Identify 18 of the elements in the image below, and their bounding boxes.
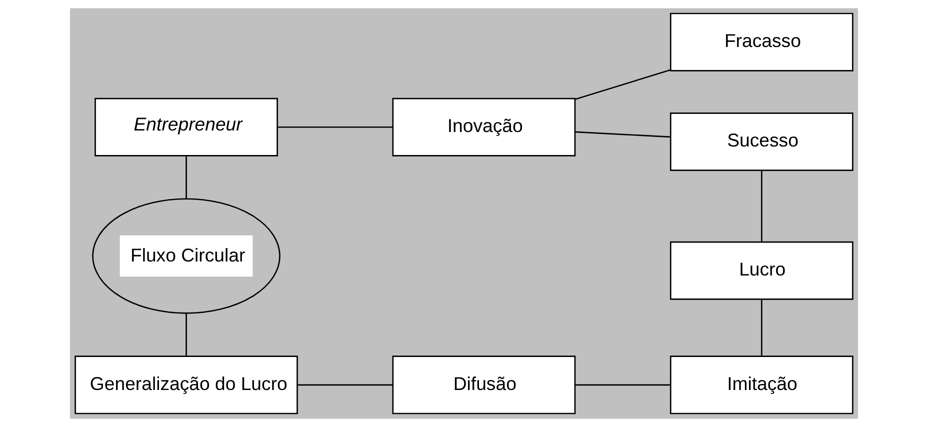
node-box: Fracasso bbox=[669, 12, 853, 72]
node-box: Entrepreneur bbox=[94, 98, 278, 156]
connector bbox=[185, 313, 186, 356]
connector bbox=[276, 126, 392, 128]
connector bbox=[574, 384, 670, 386]
connector bbox=[574, 69, 670, 100]
connector bbox=[185, 156, 186, 199]
node-box: Lucro bbox=[669, 241, 853, 300]
node-box: Sucesso bbox=[669, 112, 853, 171]
node-box: Difusão bbox=[392, 356, 576, 414]
connector bbox=[760, 170, 762, 242]
node-ellipse: Fluxo Circular bbox=[92, 198, 280, 314]
node-box: Generalização do Lucro bbox=[74, 356, 298, 414]
connector bbox=[760, 299, 762, 356]
node-box: Imitação bbox=[669, 356, 853, 414]
connector bbox=[296, 384, 392, 386]
connector bbox=[574, 131, 670, 138]
node-box: Inovação bbox=[392, 98, 576, 156]
